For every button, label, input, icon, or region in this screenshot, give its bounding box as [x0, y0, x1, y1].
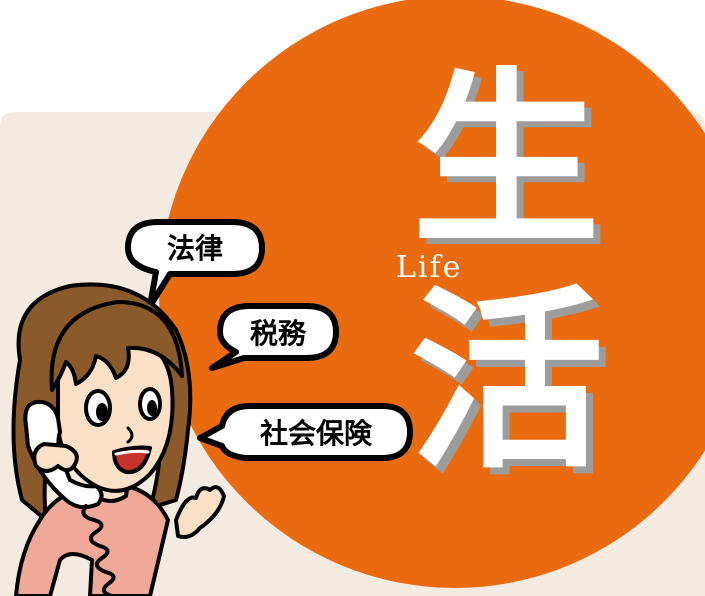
kanji-bottom-fill: 活 — [410, 269, 604, 495]
title-kanji-top: 生 生 — [412, 52, 607, 277]
eye-right-pupil — [147, 400, 157, 416]
speech-bubble-tax-shape — [209, 303, 339, 371]
speech-bubble-social: 社会保険 — [197, 403, 413, 461]
title-subtitle: Life — [396, 250, 462, 285]
speech-bubble-social-label: 社会保険 — [260, 417, 373, 450]
kanji-top-fill: 生 — [412, 52, 600, 271]
teeth — [114, 449, 150, 456]
speech-bubble-tax: 税務 — [209, 303, 339, 371]
speech-bubble-tax-label: 税務 — [250, 317, 307, 350]
speech-bubble-law: 法律 — [125, 219, 265, 309]
phone-receiver — [23, 399, 104, 510]
speech-bubble-law-label: 法律 — [167, 232, 223, 265]
phone-cord — [81, 504, 116, 596]
kanji-top-shadow: 生 — [419, 58, 607, 277]
hand-right — [174, 485, 226, 539]
hand-left — [32, 442, 79, 473]
hair-fringe — [49, 300, 184, 392]
speech-bubble-social-shape — [197, 403, 413, 461]
title-kanji-bottom: 活 活 — [410, 269, 611, 502]
speech-bubble-law-shape — [125, 219, 265, 309]
nose — [126, 426, 134, 444]
kanji-bottom-shadow: 活 — [417, 276, 611, 502]
eye-left-pupil — [96, 403, 108, 421]
woman-illustration — [11, 282, 226, 596]
